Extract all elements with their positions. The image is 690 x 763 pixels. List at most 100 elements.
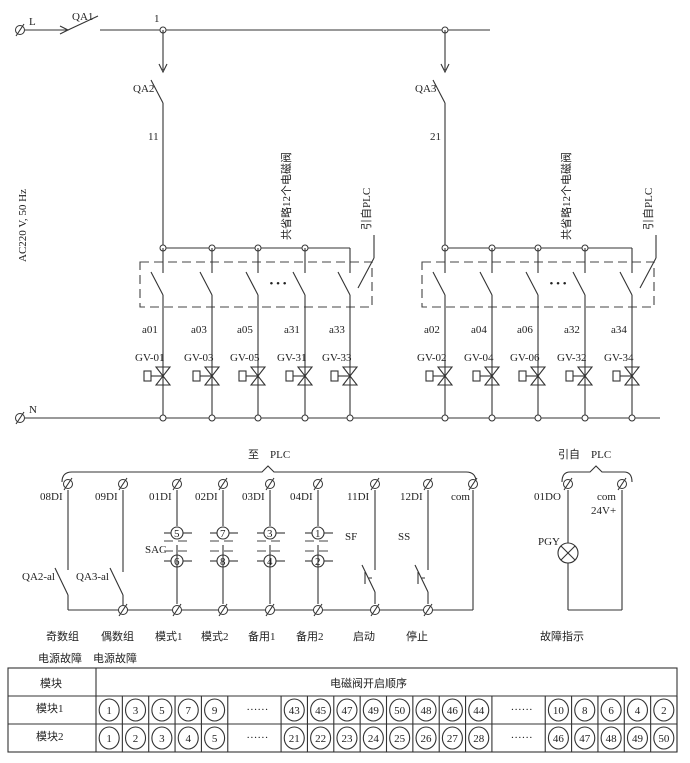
valve-number: 45 xyxy=(315,705,327,717)
switch-blade xyxy=(337,271,351,296)
solenoid-coil-icon xyxy=(425,370,434,382)
terminal-slash xyxy=(370,603,380,617)
valve-number: 43 xyxy=(289,705,301,717)
solenoid-valve-icon xyxy=(623,366,641,386)
sequence-circle xyxy=(151,726,173,750)
terminal-slash xyxy=(313,477,323,491)
omit-note: 共省略12个电磁阀 xyxy=(559,152,573,240)
junction-node xyxy=(581,414,589,422)
switch-label: SAC xyxy=(145,544,166,556)
valve-number: 48 xyxy=(606,733,618,745)
junction-node xyxy=(441,414,449,422)
valve-number: 28 xyxy=(473,733,485,745)
valve-number: 7 xyxy=(185,705,191,717)
terminal-slash xyxy=(218,477,228,491)
contact-label: a34 xyxy=(611,324,627,336)
terminal-label: 01DI xyxy=(149,491,172,503)
switch-blade xyxy=(245,271,259,296)
contact-label: a31 xyxy=(284,324,300,336)
terminal-slash xyxy=(563,477,573,491)
solenoid-valve-icon xyxy=(341,366,359,386)
valve-label: GV-31 xyxy=(277,352,307,364)
wire-number: 11 xyxy=(148,131,159,143)
solenoid-valve-icon xyxy=(436,366,454,386)
valve-number: 2 xyxy=(133,733,139,745)
input-description: 模式1 xyxy=(155,630,183,643)
valve-number: 24 xyxy=(368,733,380,745)
valve-number: 46 xyxy=(553,733,565,745)
valve-number: 48 xyxy=(421,705,433,717)
terminal-slash xyxy=(118,477,128,491)
contact-label: a32 xyxy=(564,324,580,336)
solenoid-valve-icon xyxy=(154,366,172,386)
valve-number: 1 xyxy=(106,705,112,717)
ellipsis: …… xyxy=(511,701,533,713)
input-description: 备用1 xyxy=(248,629,276,643)
sequence-circle xyxy=(389,726,411,750)
sequence-circle xyxy=(653,726,675,750)
plc-note: 引自PLC xyxy=(359,188,373,230)
switch-blade xyxy=(292,271,306,296)
solenoid-valve-icon xyxy=(483,366,501,386)
terminal-slash xyxy=(617,477,627,491)
sequence-circle xyxy=(336,726,358,750)
wire-number: 21 xyxy=(430,131,441,143)
valve-number: 49 xyxy=(368,705,380,717)
selector-number: 4 xyxy=(267,556,273,568)
breaker-blade xyxy=(150,79,164,104)
solenoid-valve-icon xyxy=(203,366,221,386)
valve-number: 8 xyxy=(582,705,588,717)
valve-number: 44 xyxy=(473,705,485,717)
sequence-circle xyxy=(310,726,332,750)
valve-label: GV-32 xyxy=(557,352,587,364)
valve-label: GV-01 xyxy=(135,352,165,364)
sequence-circle xyxy=(547,698,569,722)
junction-node xyxy=(628,414,636,422)
input-description: 奇数组 xyxy=(46,629,79,643)
contact-label: a06 xyxy=(517,324,533,336)
terminal-slash xyxy=(370,477,380,491)
sequence-circle xyxy=(336,698,358,722)
switch-blade xyxy=(199,271,213,296)
input-description: 电源故障 xyxy=(93,651,137,665)
input-description: 停止 xyxy=(406,629,428,643)
terminal-slash xyxy=(265,603,275,617)
plc-lead xyxy=(639,257,657,289)
brace xyxy=(561,465,633,483)
contact-label: a05 xyxy=(237,324,253,336)
junction-node xyxy=(159,414,167,422)
terminal-label: 03DI xyxy=(242,491,265,503)
phase-label: L xyxy=(29,16,36,28)
switch-blade xyxy=(432,271,446,296)
valve-number: 50 xyxy=(658,733,670,745)
ellipsis: …… xyxy=(246,729,268,741)
node-label: 1 xyxy=(154,13,160,25)
sequence-circle xyxy=(98,698,120,722)
valve-number: 4 xyxy=(185,733,191,745)
terminal-label: 11DI xyxy=(347,491,370,503)
sequence-circle xyxy=(415,698,437,722)
switch-label: QA2-al xyxy=(22,571,55,583)
solenoid-coil-icon xyxy=(143,370,152,382)
terminal-slash xyxy=(172,477,182,491)
terminal-label: com xyxy=(597,491,616,503)
plc-lead xyxy=(357,257,375,289)
valve-number: 21 xyxy=(289,733,300,745)
arrow-icon xyxy=(158,63,168,74)
selector-number: 5 xyxy=(174,528,180,540)
terminal-label: 12DI xyxy=(400,491,423,503)
switch-label: SS xyxy=(398,531,410,543)
solenoid-coil-icon xyxy=(472,370,481,382)
sequence-circle xyxy=(389,698,411,722)
sequence-circle xyxy=(204,698,226,722)
omit-note: 共省略12个电磁阀 xyxy=(279,152,293,240)
sequence-circle xyxy=(124,726,147,750)
valve-label: GV-05 xyxy=(230,352,260,364)
sequence-circle xyxy=(177,726,199,750)
sequence-circle xyxy=(362,698,384,722)
terminal-label: 04DI xyxy=(290,491,313,503)
sequence-circle xyxy=(468,726,490,750)
terminal-slash xyxy=(63,477,73,491)
solenoid-valve-icon xyxy=(576,366,594,386)
